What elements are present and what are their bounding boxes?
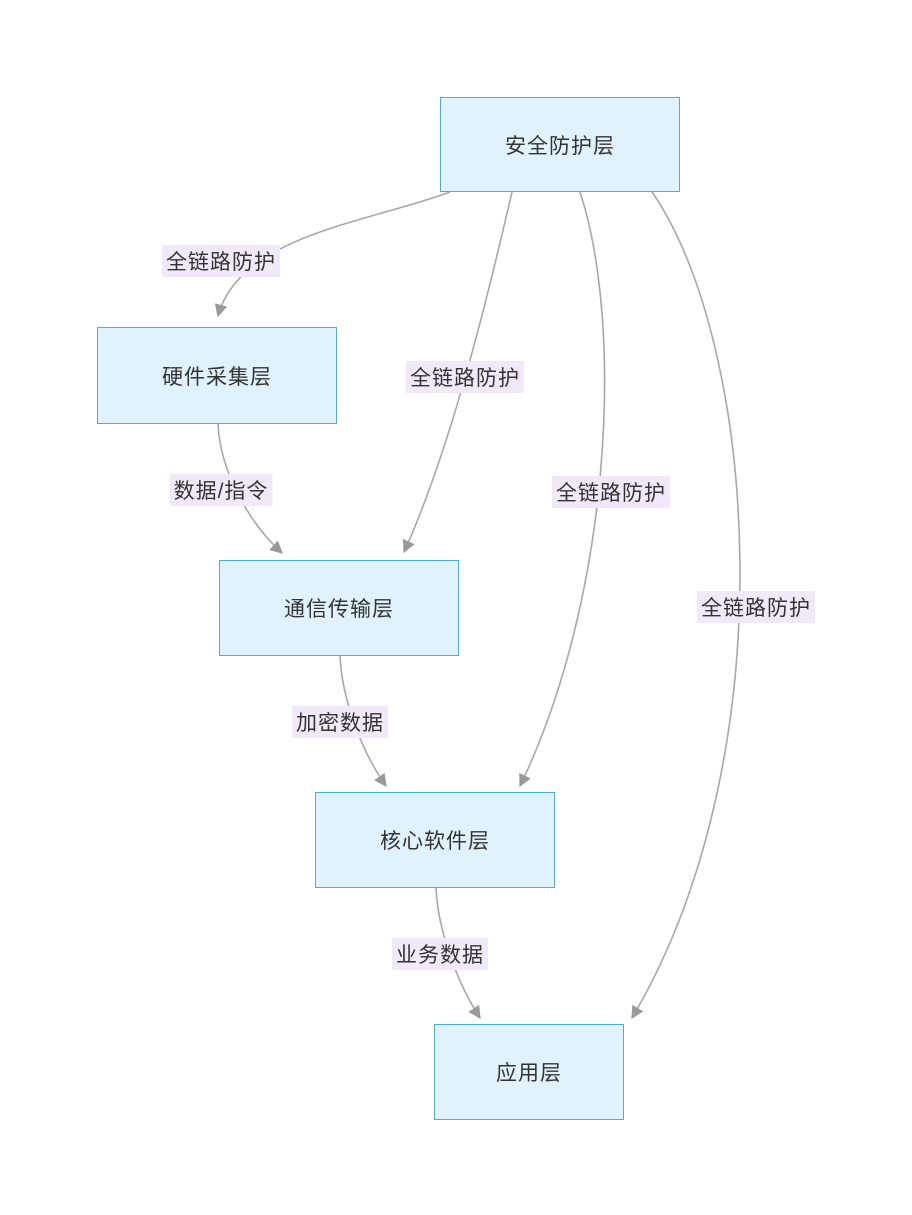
edge-label-security-app: 全链路防护 [697, 591, 815, 623]
node-security-label: 安全防护层 [505, 134, 615, 158]
node-communication-layer: 通信传输层 [219, 560, 459, 656]
edge-label-hardware-comm: 数据/指令 [169, 474, 273, 506]
edge-security-to-comm [402, 191, 513, 554]
node-security-layer: 安全防护层 [440, 97, 680, 192]
node-core-software-layer: 核心软件层 [315, 792, 555, 888]
node-app-label: 应用层 [496, 1062, 562, 1085]
edge-label-comm-core: 加密数据 [292, 706, 388, 738]
edge-security-to-hardware [214, 191, 451, 318]
edge-label-security-hardware: 全链路防护 [162, 245, 280, 277]
edge-security-to-app [631, 191, 741, 1020]
node-application-layer: 应用层 [434, 1024, 624, 1120]
node-core-label: 核心软件层 [380, 830, 490, 853]
edge-label-core-app: 业务数据 [392, 938, 488, 970]
edge-label-security-core: 全链路防护 [552, 476, 670, 508]
node-hardware-label: 硬件采集层 [162, 365, 272, 389]
edge-label-security-comm: 全链路防护 [406, 361, 524, 393]
edge-security-to-core [519, 191, 606, 788]
node-hardware-layer: 硬件采集层 [97, 327, 337, 424]
node-comm-label: 通信传输层 [284, 598, 394, 621]
